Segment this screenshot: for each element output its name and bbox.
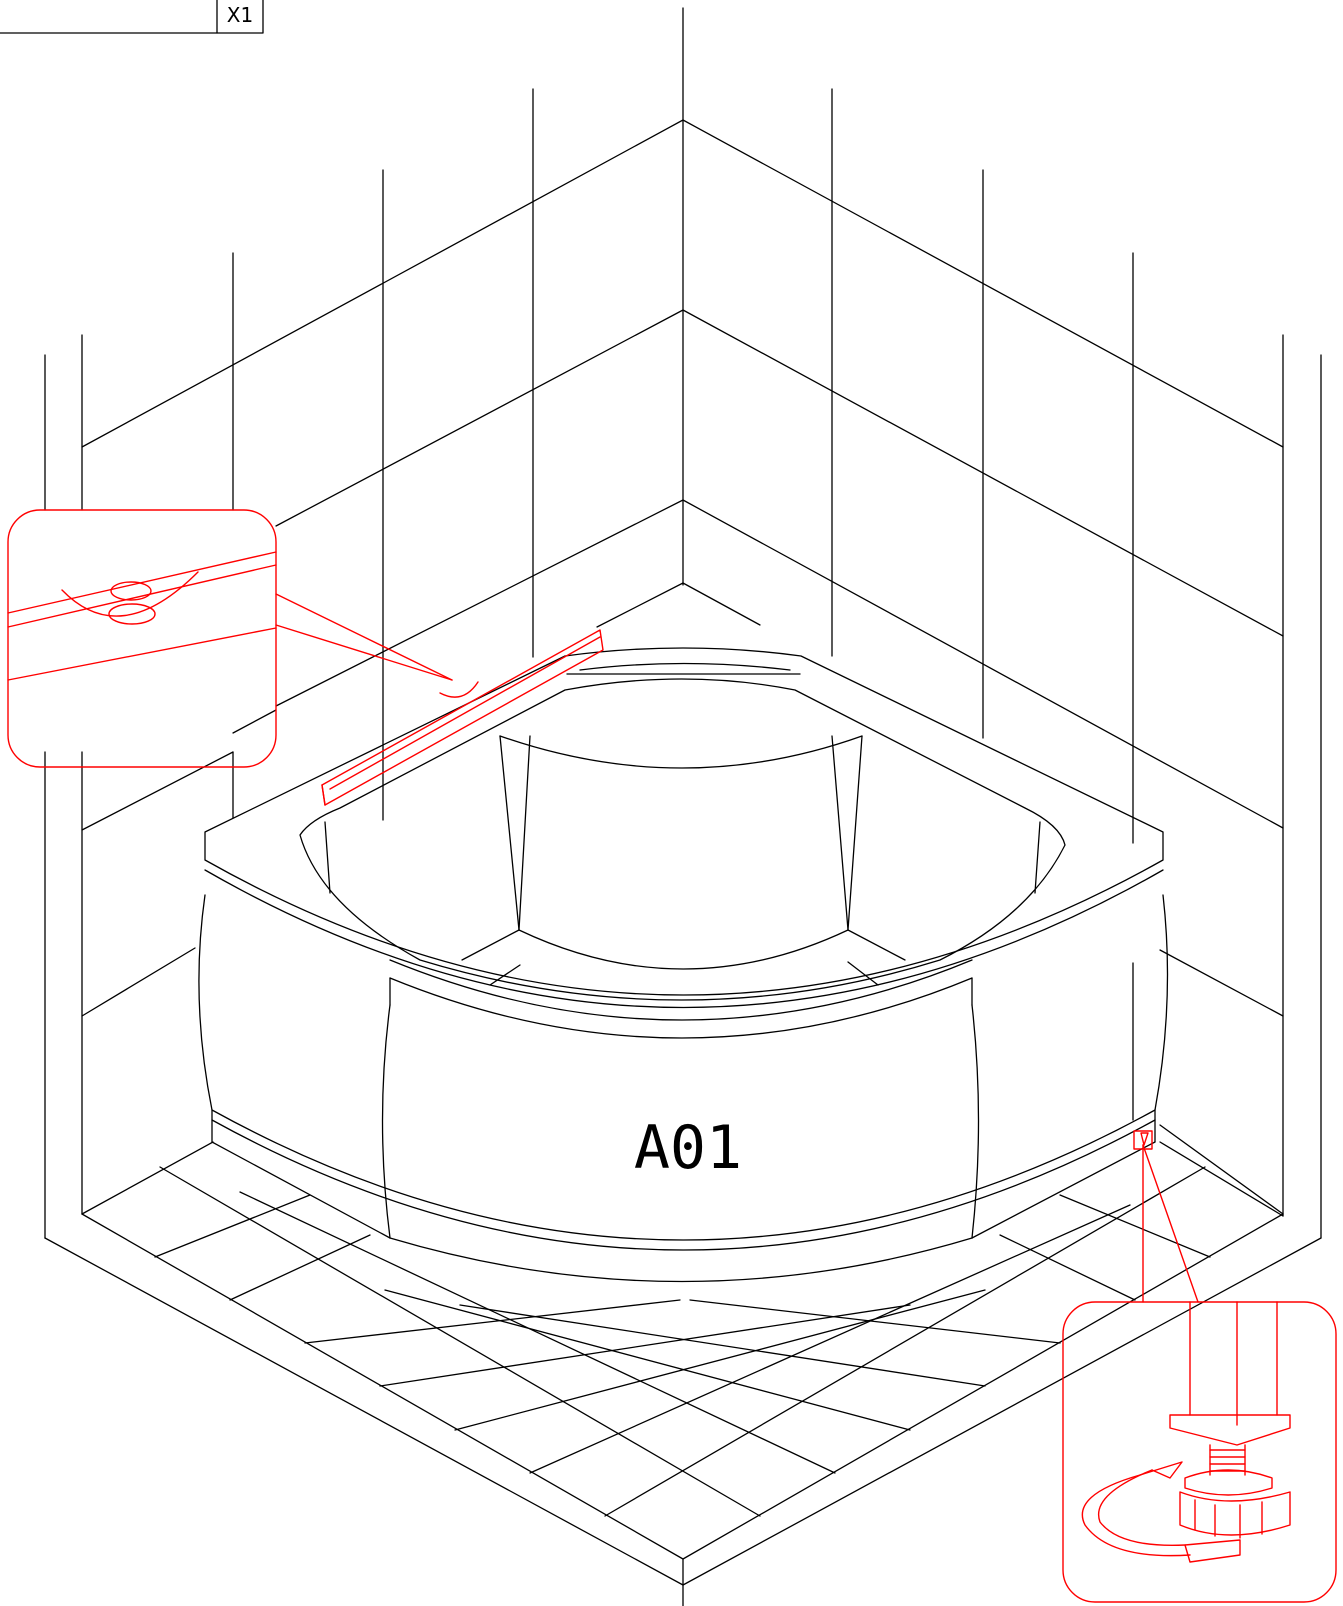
quantity-label: X1 bbox=[227, 3, 253, 27]
quantity-box: X1 bbox=[0, 0, 264, 34]
tiled-floor bbox=[44, 1166, 1322, 1606]
level-detail-frame bbox=[7, 509, 277, 768]
part-label: A01 bbox=[634, 1113, 742, 1183]
foot-callout bbox=[1062, 1130, 1337, 1603]
spirit-level-icon bbox=[321, 629, 604, 806]
bubble-vial-1 bbox=[110, 581, 152, 601]
tiled-walls bbox=[44, 7, 1322, 1239]
bubble-vial-2 bbox=[108, 603, 156, 625]
foot-detail-frame bbox=[1062, 1301, 1337, 1603]
level-callout bbox=[7, 509, 604, 806]
adjustable-foot-icon bbox=[1081, 1301, 1291, 1563]
shower-tray-a01: A01 bbox=[198, 647, 1169, 1283]
